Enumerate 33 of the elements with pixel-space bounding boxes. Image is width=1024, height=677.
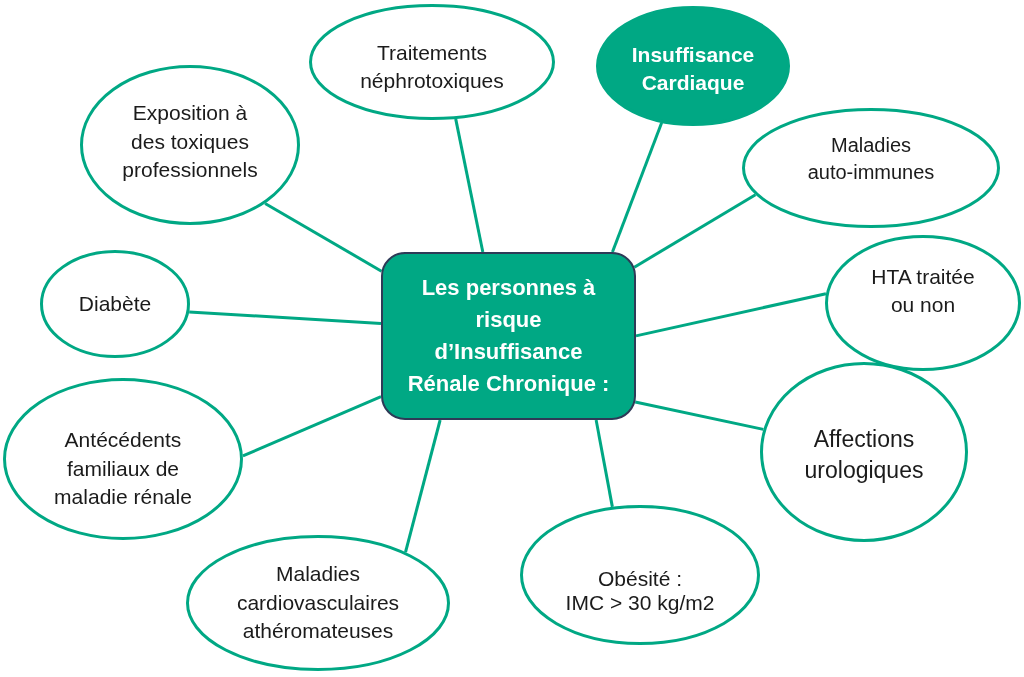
node-label: Maladies cardiovasculaires athéromateuses [235,561,401,645]
connector-line [264,202,383,273]
connector-line [242,395,382,458]
risk-factor-ellipse [80,65,300,225]
node-label: IMC > 30 kg/m2 [565,591,715,616]
risk-factor-ellipse [309,4,555,120]
connector-line [404,419,442,553]
node-label: Exposition à des toxiques professionnels [121,100,259,184]
node-label: Insuffisance Cardiaque [630,41,756,96]
risk-factor-ellipse [742,108,1000,228]
node-label: HTA traitée ou non [870,263,976,318]
risk-factor-ellipse [760,362,968,542]
risk-factor-ellipse [825,235,1021,371]
connector-line [189,310,382,325]
node-label: Les personnes à risque d’Insuffisance Rénale Chronique : [406,274,611,398]
node-label: Traitements néphrotoxiques [359,39,505,94]
risk-factor-ellipse [520,505,760,645]
node-label: Obésité : [597,566,682,591]
risk-factor-ellipse [596,6,790,126]
node-label: Antécédents familiaux de maladie rénale [53,427,193,511]
node-label: Maladies auto-immunes [806,133,936,185]
risk-factor-ellipse [3,378,243,540]
connector-line [611,122,664,253]
risk-factor-ellipse [186,535,450,671]
central-box [381,252,636,420]
connector-line [594,419,614,508]
node-label: Affections urologiques [803,424,925,485]
node-label: Diabète [78,290,152,317]
risk-factor-ellipse [40,250,190,358]
connector-line [454,118,485,253]
connector-line [635,292,827,338]
connector-line [633,193,757,269]
connector-line [634,400,764,431]
